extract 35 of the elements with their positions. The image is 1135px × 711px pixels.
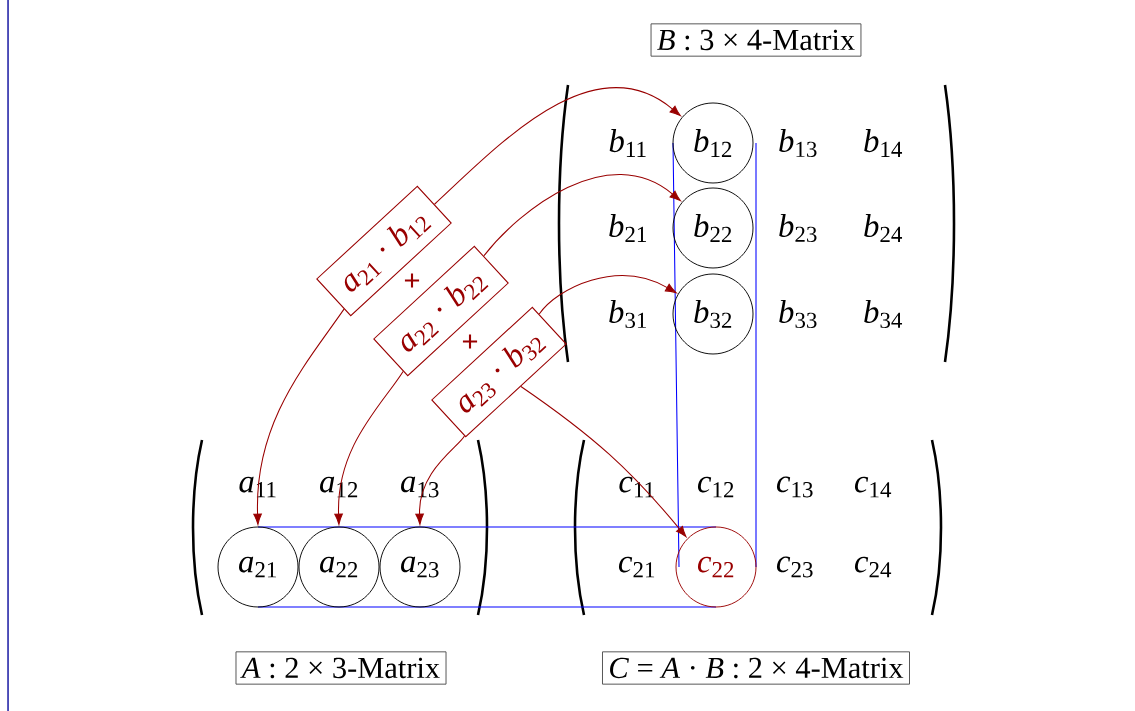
matrix-entry: b$_{14}$ — [864, 129, 903, 157]
matrix-entry: c$_{23}$ — [776, 556, 813, 578]
arrow — [538, 275, 677, 315]
title-box: B : 3 × 4-Matrix — [650, 23, 862, 57]
circled-entry: b$_{22}$ — [672, 187, 754, 269]
matrix-entry: b$_{23}$ — [779, 213, 817, 243]
matrix-entry: c$_{24}$ — [854, 556, 892, 578]
plus-sign: + — [404, 273, 420, 288]
arrow — [434, 87, 681, 205]
arrow — [334, 370, 404, 525]
matrix-entry: a$_{12}$ — [320, 476, 358, 498]
matrix-entry: b$_{13}$ — [779, 128, 817, 158]
matrix-entry: b$_{11}$ — [609, 129, 646, 157]
matrix-entry: b$_{33}$ — [779, 299, 817, 329]
plus-sign: + — [462, 334, 478, 349]
arrow — [483, 174, 681, 257]
circled-entry: a$_{22}$ — [298, 526, 380, 608]
matrix-entry: c$_{21}$ — [618, 556, 655, 578]
matrix-entry: c$_{14}$ — [854, 476, 892, 498]
circled-entry: a$_{23}$ — [379, 526, 461, 608]
arrow — [520, 385, 687, 538]
circled-entry: a$_{21}$ — [217, 526, 299, 608]
arrow — [253, 308, 345, 525]
matrix-entry: c$_{13}$ — [776, 476, 813, 498]
title-box: A : 2 × 3-Matrix — [235, 651, 447, 685]
circled-entry: b$_{32}$ — [672, 273, 754, 355]
title-box: C = A · B : 2 × 4-Matrix — [602, 651, 910, 685]
matrix-entry: b$_{21}$ — [609, 214, 646, 242]
matrix-entry: b$_{34}$ — [864, 299, 903, 329]
matrix-entry: c$_{12}$ — [697, 476, 734, 498]
matrix-entry: b$_{24}$ — [864, 214, 903, 242]
matrix-entry: b$_{31}$ — [609, 299, 646, 329]
circled-entry: c$_{22}$ — [675, 526, 757, 608]
circled-entry: b$_{12}$ — [672, 102, 754, 184]
arrow — [415, 435, 465, 525]
